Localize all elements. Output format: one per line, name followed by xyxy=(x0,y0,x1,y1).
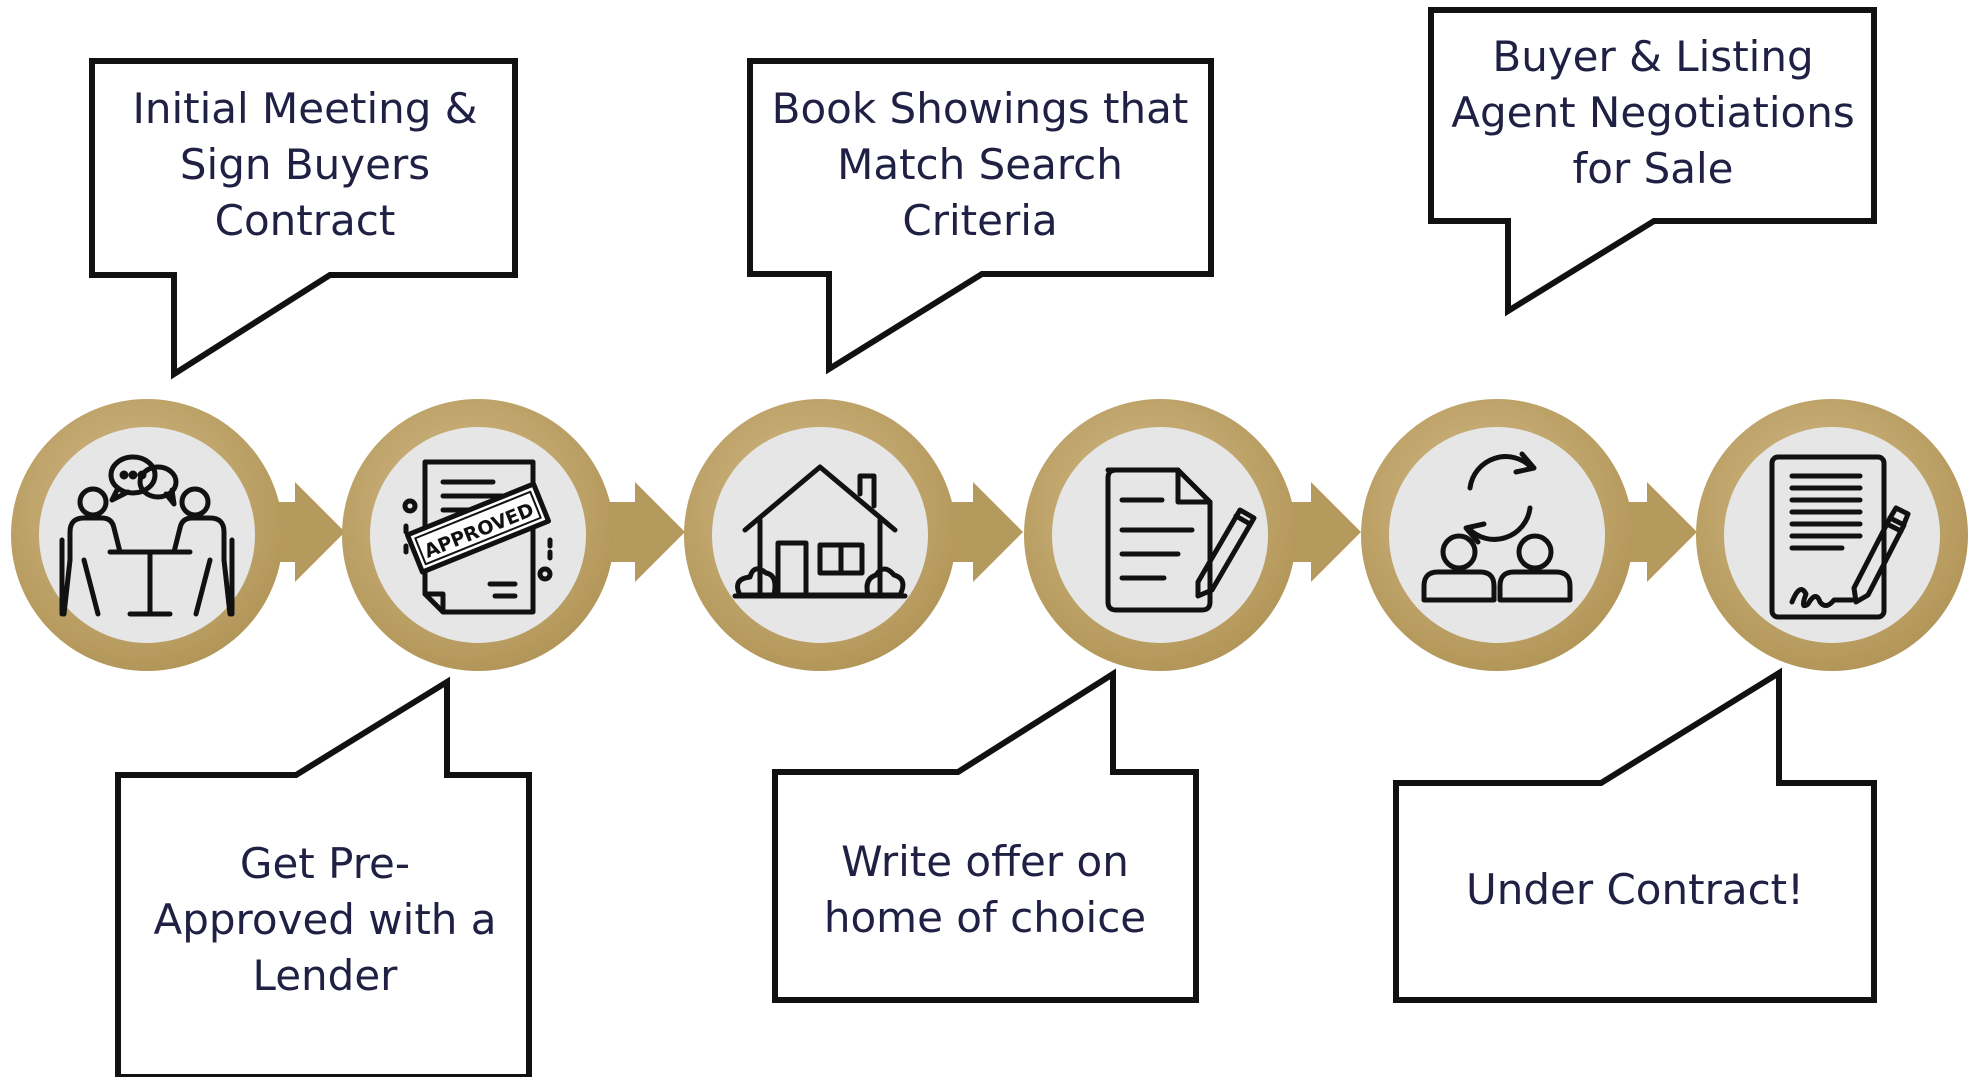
callout-step-1 xyxy=(89,58,518,380)
step-1-label: Initial Meeting & Sign Buyers Contract xyxy=(132,84,478,245)
flow-arrow-1 xyxy=(270,482,345,582)
callout-step-3 xyxy=(747,58,1214,375)
meeting-icon xyxy=(59,454,235,617)
flow-arrow-5 xyxy=(1622,482,1697,582)
house-icon xyxy=(732,464,908,599)
step-4-label: Write offer on home of choice xyxy=(823,837,1147,942)
callout-step-4 xyxy=(772,668,1199,1003)
callout-step-6 xyxy=(1393,667,1877,1003)
callout-step-5 xyxy=(1428,7,1877,317)
step-3-label: Book Showings that Match Search Criteria xyxy=(771,84,1189,245)
step-5-label: Buyer & Listing Agent Negotiations for S… xyxy=(1451,32,1855,193)
negotiation-icon xyxy=(1421,451,1573,603)
step-2-label: Get Pre- Approved with a Lender xyxy=(153,839,497,1000)
callout-step-2 xyxy=(115,676,532,1077)
document-pen-icon xyxy=(1105,467,1257,613)
flow-arrow-3 xyxy=(948,482,1023,582)
step-circle-5 xyxy=(1361,399,1633,671)
step-circle-1 xyxy=(11,399,283,671)
signed-contract-icon xyxy=(1769,454,1911,620)
step-circle-4 xyxy=(1024,399,1296,671)
step-6-label: Under Contract! xyxy=(1466,865,1804,914)
step-circle-3 xyxy=(684,399,956,671)
flow-arrow-2 xyxy=(610,482,685,582)
flow-arrow-4 xyxy=(1286,482,1361,582)
